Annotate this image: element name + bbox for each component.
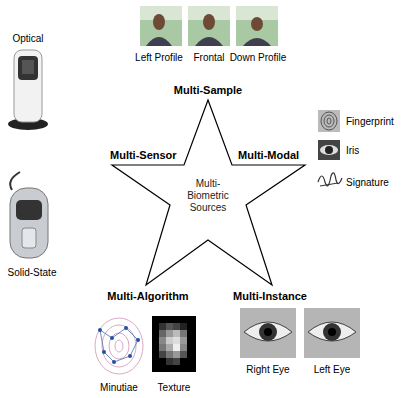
source-label: Multi-Instance — [233, 290, 307, 303]
star-shape — [112, 100, 305, 285]
eye-image — [304, 308, 360, 358]
face-photo — [140, 6, 182, 46]
iris-icon — [318, 140, 340, 160]
signature-icon — [318, 173, 342, 186]
caption-label: Optical — [12, 32, 43, 45]
caption-label: Signature — [346, 176, 389, 189]
texture-image — [152, 316, 196, 372]
source-label: Multi-Modal — [238, 149, 299, 162]
face-photo — [188, 6, 230, 46]
source-label: Multi-Algorithm — [107, 290, 188, 303]
caption-label: Right Eye — [246, 363, 289, 376]
caption-label: Left Profile — [135, 51, 183, 64]
minutiae-image — [92, 316, 146, 376]
solid-state-sensor — [10, 172, 48, 258]
optical-sensor — [8, 50, 48, 130]
caption-label: Frontal — [193, 51, 224, 64]
caption-label: Left Eye — [314, 363, 351, 376]
node-text: Multi-Biometric Sources — [179, 178, 237, 214]
caption-label: Down Profile — [230, 51, 287, 64]
caption-label: Fingerprint — [346, 115, 394, 128]
eye-image — [240, 308, 296, 358]
face-photo — [236, 6, 278, 46]
caption-label: Solid-State — [8, 266, 57, 279]
fingerprint-icon — [318, 110, 340, 132]
caption-label: Iris — [346, 144, 359, 157]
source-label: Multi-Sensor — [110, 149, 177, 162]
caption-label: Texture — [158, 381, 191, 394]
star-node: Multi-Biometric Sources — [100, 95, 315, 290]
source-label: Multi-Sample — [174, 84, 242, 97]
caption-label: Minutiae — [100, 381, 138, 394]
